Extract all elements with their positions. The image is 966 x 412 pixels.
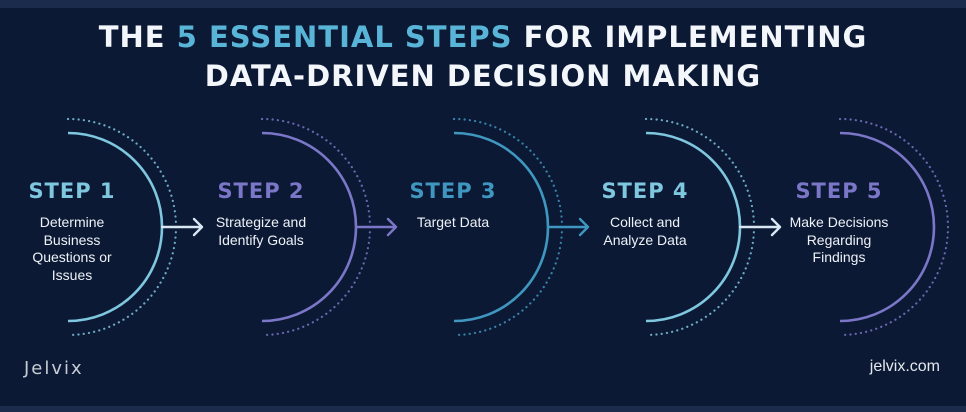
arrow-right-icon	[738, 217, 782, 237]
step-1: STEP 1 Determine Business Questions or I…	[0, 178, 147, 284]
title-prefix: THE	[98, 20, 177, 54]
step-5-title: STEP 5	[795, 179, 883, 203]
step-4: STEP 4 Collect and Analyze Data	[570, 178, 720, 249]
step-5-arc	[839, 131, 936, 323]
step-5: STEP 5 Make Decisions Regarding Findings	[764, 178, 914, 267]
step-5-description: Make Decisions Regarding Findings	[789, 214, 889, 265]
arrow-right-icon	[160, 217, 204, 237]
step-4-description: Collect and Analyze Data	[603, 214, 687, 248]
arrow-right-icon	[354, 217, 398, 237]
step-3-description: Target Data	[416, 214, 490, 230]
website-url: jelvix.com	[869, 358, 940, 375]
step-2: STEP 2 Strategize and Identify Goals	[186, 178, 336, 249]
step-5-dotted-ring	[838, 117, 950, 337]
title-highlight: 5 ESSENTIAL STEPS	[176, 20, 513, 54]
arrow-right-icon	[546, 217, 590, 237]
title-line-1: THE 5 ESSENTIAL STEPS FOR IMPLEMENTING	[0, 18, 966, 57]
step-1-description: Determine Business Questions or Issues	[32, 214, 112, 283]
title-suffix: FOR IMPLEMENTING	[512, 20, 868, 54]
step-1-title: STEP 1	[28, 179, 116, 203]
step-4-title: STEP 4	[601, 179, 689, 203]
step-3: STEP 3 Target Data	[378, 178, 528, 232]
step-3-title: STEP 3	[409, 179, 497, 203]
step-2-title: STEP 2	[217, 179, 305, 203]
page-title: THE 5 ESSENTIAL STEPS FOR IMPLEMENTING D…	[0, 18, 966, 96]
step-2-description: Strategize and Identify Goals	[215, 214, 307, 248]
title-line-2: DATA-DRIVEN DECISION MAKING	[204, 59, 762, 93]
brand-logo: Jelvix	[24, 358, 84, 379]
